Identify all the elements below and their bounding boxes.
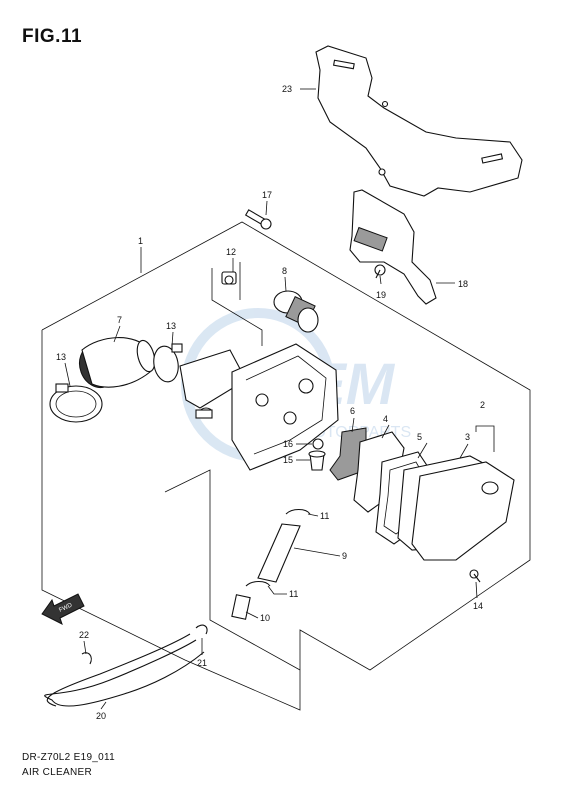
leader-box-11-9 [164,469,301,671]
hose-clip-part-11-upper [285,508,311,515]
assembly-outline [41,221,531,711]
fwd-arrow-icon: FWD [41,593,85,625]
bracket-hole-2 [381,100,389,108]
clamp-part-22 [81,652,92,665]
holder-clip [353,226,388,252]
element-mesh-part-6 [329,427,367,481]
callout-12: 12 [226,247,236,257]
model-code: DR-Z70L2 E19_011 [22,752,116,763]
callout-11-lower: 11 [289,589,298,599]
callout-3: 3 [465,432,470,442]
drain-hose-part-9 [257,523,301,583]
callout-20: 20 [96,711,106,721]
intake-boot-part-7 [78,337,156,389]
callout-5: 5 [417,432,422,442]
grommet-part-16 [312,438,324,450]
bracket-slot-right [481,153,504,164]
clamp-part-13-right [153,343,183,383]
sleeve-part-8 [273,290,319,333]
callout-23: 23 [282,84,292,94]
callout-1: 1 [138,236,143,246]
callout-labels: 23 17 1 12 8 18 19 7 13 13 2 6 4 5 3 16 … [56,84,485,721]
breather-hose-part-20 [44,639,205,707]
holder-part-18 [349,189,437,305]
bracket-hole [378,168,386,176]
leader-box-12 [211,268,263,346]
drain-plug-part-15 [308,450,326,471]
callout-4: 4 [383,414,388,424]
callout-21: 21 [197,658,207,668]
screw-part-19 [374,264,386,279]
callout-6: 6 [350,406,355,416]
callout-14: 14 [473,601,483,611]
callout-13-left: 13 [56,352,66,362]
callout-19: 19 [376,290,386,300]
callout-8: 8 [282,266,287,276]
callout-22: 22 [79,630,89,640]
cover-part-2 [411,461,515,561]
cover-port [481,481,499,495]
breather-hose-part-20-edge [46,633,191,707]
callout-10: 10 [260,613,270,623]
callout-18: 18 [458,279,468,289]
fwd-label: FWD [58,602,74,613]
leader-lines [64,88,495,710]
bracket-part-23 [315,45,523,197]
bolt-part-17 [244,209,272,230]
section-name: AIR CLEANER [22,767,92,778]
callout-15: 15 [283,455,293,465]
air-cleaner-case [179,343,339,471]
callout-9: 9 [342,551,347,561]
callout-11-upper: 11 [320,511,329,521]
nut-part-12 [221,271,237,285]
hose-clip-part-11-lower [245,580,271,587]
callout-7: 7 [117,315,122,325]
callout-17: 17 [262,190,272,200]
clamp-part-13-left [49,383,103,423]
clip-part-21 [195,624,208,635]
callout-13-right: 13 [166,321,176,331]
drain-plug-part-10 [231,594,251,620]
screw-part-14 [469,569,481,583]
bracket-slot-upper [332,59,355,70]
callout-16: 16 [283,439,293,449]
callout-2: 2 [480,400,485,410]
figure-title: FIG.11 [22,26,83,47]
